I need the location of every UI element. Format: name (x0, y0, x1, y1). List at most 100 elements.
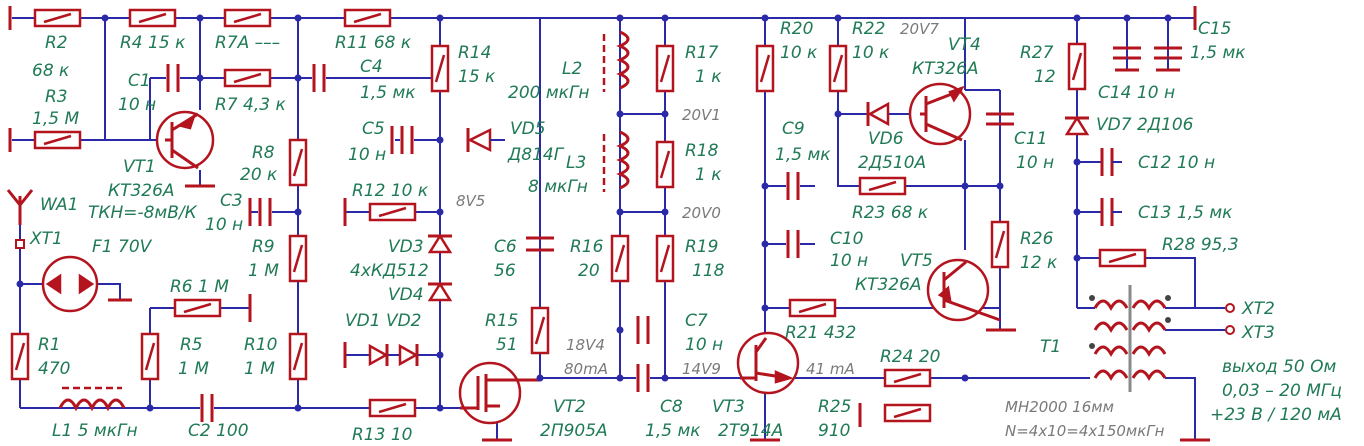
label-r1-value: 470 (38, 359, 70, 379)
label-r18-value: 1 к (695, 165, 722, 185)
note-18v4: 18V4 (566, 336, 605, 354)
label-r7a: R7A ––– (215, 33, 280, 53)
label-r3-value: 1,5 М (32, 109, 79, 129)
label-c10-value: 10 н (830, 251, 868, 271)
note-80ma: 80mA (564, 360, 608, 378)
label-c9: C9 (782, 119, 805, 139)
terminal-xt1 (15, 239, 25, 249)
resistors-horizontal (33, 8, 1147, 423)
label-r14: R14 (458, 43, 491, 63)
label-vt4-value: КТ326А (912, 59, 979, 79)
label-r5: R5 (180, 335, 203, 355)
label-c3-value: 10 н (205, 215, 243, 235)
label-r21: R21 432 (785, 323, 856, 343)
label-supply: +23 В / 120 мА (1210, 405, 1342, 425)
label-r27: R27 (1020, 43, 1054, 63)
diode-vd6 (866, 101, 890, 127)
label-r10-value: 1 М (244, 359, 275, 379)
label-c3: C3 (220, 191, 243, 211)
resistor-r7a (223, 8, 272, 28)
ground-icons (8, 6, 1210, 442)
note-20v1: 20V1 (682, 106, 721, 124)
label-r25: R25 (818, 397, 851, 417)
label-l2-value: 200 мкГн (508, 83, 590, 103)
label-vd6: VD6 (868, 129, 904, 149)
label-c2: C2 100 (188, 421, 249, 441)
label-output-impedance: выход 50 Ом (1222, 357, 1336, 377)
note-8v5: 8V5 (456, 192, 485, 210)
resistor-r19 (655, 234, 675, 283)
label-r25-value: 910 (818, 421, 850, 441)
junction-dots (16, 14, 1172, 412)
label-r12: R12 10 к (352, 181, 429, 201)
label-f1: F1 70V (92, 237, 153, 257)
resistor-r12 (368, 202, 417, 222)
label-vd1-vd2: VD1 VD2 (345, 311, 421, 331)
label-r8-value: 20 к (240, 165, 278, 185)
capacitor-c12 (1095, 148, 1122, 176)
capacitor-c11 (986, 112, 1014, 126)
label-vd3-vd4: 4хКД512 (350, 261, 429, 281)
terminal-xt3 (1225, 325, 1235, 335)
label-vt3-value: 2Т914А (718, 421, 783, 441)
label-r20: R20 (780, 19, 813, 39)
resistor-r15 (530, 306, 550, 355)
resistor-r1 (10, 332, 30, 381)
label-c15-value: 1,5 мк (1190, 43, 1246, 63)
resistor-r13 (368, 398, 417, 418)
resistor-r6 (173, 298, 222, 318)
diode-vd3 (427, 233, 453, 254)
diode-vd2 (398, 343, 419, 367)
capacitor-c14 (1113, 46, 1141, 72)
label-r1: R1 (38, 335, 61, 355)
label-r28: R28 95,3 (1162, 235, 1239, 255)
resistor-r20 (755, 44, 775, 93)
inductor-l3 (602, 130, 630, 192)
component-labels: R2 68 к R3 1,5 М R4 15 к R7A ––– R11 68 … (29, 19, 1342, 445)
label-c4: C4 (360, 57, 383, 77)
misc-elements (6, 6, 1235, 442)
resistor-r8 (288, 138, 308, 187)
resistor-r25 (883, 403, 932, 423)
resistor-r10 (288, 332, 308, 381)
resistor-r4 (128, 8, 177, 28)
label-r20-value: 10 к (780, 43, 818, 63)
resistor-r24 (883, 368, 932, 388)
resistor-r22 (828, 44, 848, 93)
label-vt1-value: КТ326А (108, 181, 175, 201)
label-t1: T1 (1040, 337, 1061, 357)
capacitor-c4 (312, 64, 326, 92)
label-c15: C15 (1198, 19, 1232, 39)
label-r2-value: 68 к (32, 61, 70, 81)
label-frequency-range: 0,03 – 20 МГц (1222, 381, 1342, 401)
label-c5: C5 (362, 119, 385, 139)
inductors (58, 30, 630, 412)
inductor-l2 (602, 30, 630, 92)
label-c10: C10 (830, 229, 864, 249)
transistor-vt5 (926, 258, 1001, 322)
label-r2: R2 (45, 33, 68, 53)
label-vt3: VT3 (712, 397, 745, 417)
label-l1: L1 5 мкГн (52, 421, 138, 441)
transistor-vt3 (736, 331, 800, 395)
transistor-vt2 (458, 361, 540, 425)
label-r14-value: 15 к (458, 67, 496, 87)
capacitor-c7 (636, 316, 650, 344)
resistor-r5 (140, 332, 160, 381)
capacitor-c9 (786, 172, 800, 200)
resistor-r16 (610, 234, 630, 283)
label-r27-value: 12 (1034, 67, 1056, 87)
label-r17: R17 (685, 43, 719, 63)
resistor-r2 (33, 8, 82, 28)
resistor-r3 (33, 130, 82, 150)
label-r15: R15 (485, 311, 518, 331)
label-r24: R24 20 (880, 347, 940, 367)
resistor-r14 (430, 44, 450, 93)
label-r11: R11 68 к (335, 33, 412, 53)
resistor-r27 (1067, 42, 1087, 91)
label-c9-value: 1,5 мк (775, 145, 831, 165)
capacitor-c8 (636, 364, 650, 392)
label-xt3: XT3 (1241, 323, 1275, 343)
note-20v0: 20V0 (682, 204, 721, 222)
